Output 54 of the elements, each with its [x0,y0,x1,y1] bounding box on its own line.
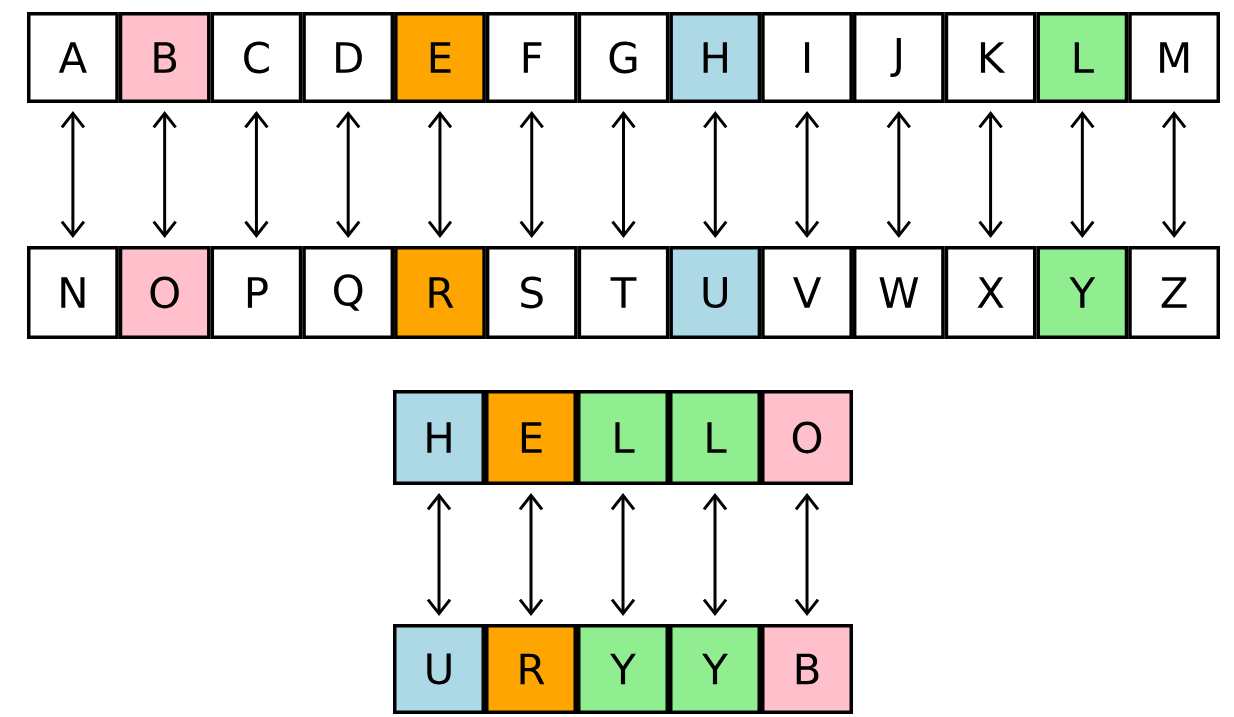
letter-box: W [852,246,945,339]
arrow [978,111,1003,238]
letter-box: I [761,12,853,103]
arrow [427,111,453,238]
arrow [886,111,911,238]
letter-box: C [210,12,303,103]
arrow [519,111,544,238]
letter-box: B [761,624,853,714]
arrow [336,111,361,238]
arrow [703,111,728,238]
letter-box: H [393,390,485,485]
letter-box: S [485,246,578,339]
letter-box: J [852,12,945,103]
letter-box: N [27,246,119,339]
letter-box: F [485,12,578,103]
arrow [794,493,820,616]
letter-box: R [394,246,486,339]
arrow [426,493,452,616]
letter-box: O [118,246,211,339]
letter-box: Q [302,246,395,339]
arrow [794,111,820,238]
letter-box: P [210,246,303,339]
letter-box: D [302,12,395,103]
letter-box: G [577,12,670,103]
letter-box: M [1128,12,1220,103]
arrow [610,493,636,616]
letter-box: U [393,624,485,714]
letter-box: R [485,624,577,714]
letter-box: Y [669,624,761,714]
arrow [60,111,86,238]
letter-box: L [577,390,669,485]
letter-box: B [118,12,211,103]
letter-box: E [394,12,486,103]
arrow [518,493,544,616]
letter-box: Y [577,624,669,714]
letter-box: L [669,390,761,485]
letter-box: K [944,12,1037,103]
letter-box: Z [1128,246,1220,339]
arrow [152,111,177,238]
letter-box: H [669,12,762,103]
letter-box: E [485,390,577,485]
arrow [702,493,728,616]
letter-box: U [669,246,762,339]
letter-box: A [27,12,119,103]
letter-box: T [577,246,670,339]
arrow [1161,111,1187,238]
arrow [244,111,269,238]
letter-box: V [761,246,853,339]
letter-box: L [1036,12,1129,103]
arrow [611,111,636,238]
letter-box: O [761,390,853,485]
letter-box: Y [1036,246,1129,339]
letter-box: X [944,246,1037,339]
arrow [1070,111,1095,238]
